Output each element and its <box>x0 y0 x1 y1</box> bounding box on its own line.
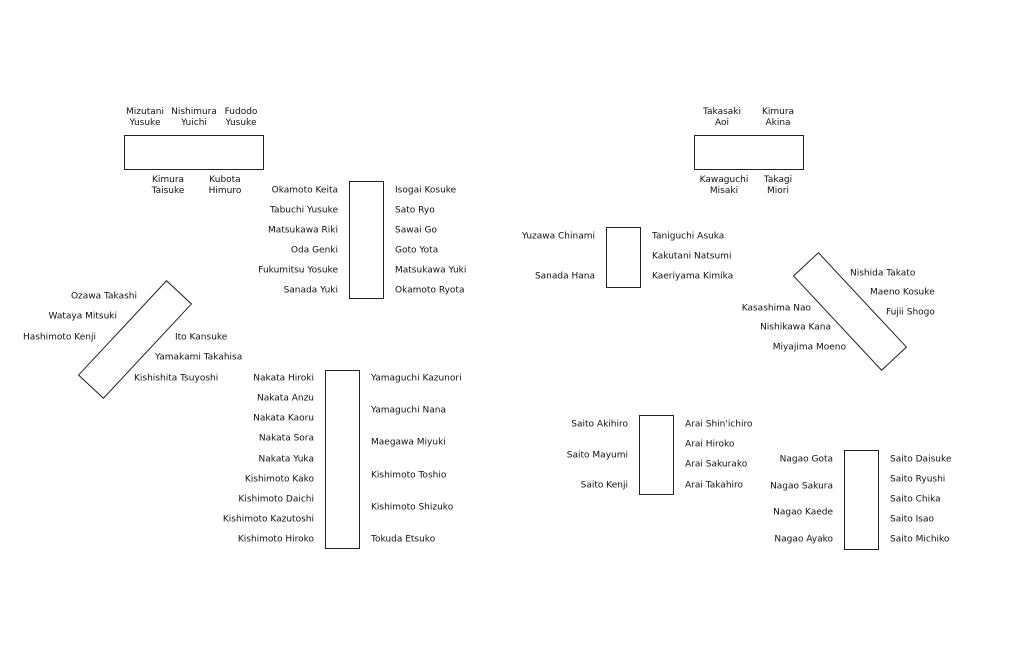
seat-name: Fujii Shogo <box>886 307 935 318</box>
seat-name: Saito Michiko <box>890 534 950 545</box>
seat-name: Nakata Anzu <box>256 393 314 404</box>
seat-name: Tabuchi Yusuke <box>270 205 338 216</box>
seat-name: Ozawa Takashi <box>70 291 137 302</box>
seat-name: Taniguchi Asuka <box>652 231 725 242</box>
seat-name: Nagao Gota <box>779 454 833 465</box>
seat-name: Saito Kenji <box>580 480 628 491</box>
seat-name: Saito Isao <box>890 514 934 525</box>
seat-name: Goto Yota <box>395 245 439 256</box>
table-4 <box>606 227 641 288</box>
seat-name: Yamakami Takahisa <box>155 352 243 363</box>
seat-name: Miyajima Moeno <box>772 342 846 353</box>
seat-name: Arai Sakurako <box>685 459 748 470</box>
seat-name: Okamoto Keita <box>271 185 338 196</box>
seat-name: Nagao Sakura <box>770 481 833 492</box>
seat-name: Kaeriyama Kimika <box>652 271 734 282</box>
table-8 <box>639 415 674 495</box>
seat-name: Arai Takahiro <box>685 480 744 491</box>
seat-name: Tokuda Etsuko <box>371 534 436 545</box>
seat-name: Nishida Takato <box>850 268 916 279</box>
seat-name: Ito Kansuke <box>175 332 228 343</box>
seat-name: Kishimoto Hiroko <box>237 534 314 545</box>
table-1 <box>124 135 264 170</box>
seat-name: Kakutani Natsumi <box>652 251 732 262</box>
seat-name: Saito Ryushi <box>890 474 946 485</box>
seat-name: Kishimoto Toshio <box>371 470 447 481</box>
seat-name: Kishimoto Kazutoshi <box>222 514 314 525</box>
table-3 <box>694 135 804 170</box>
seat-name: Saito Chika <box>890 494 941 505</box>
seat-name: Kishimoto Shizuko <box>371 502 454 513</box>
seat-name: Sawai Go <box>395 225 437 236</box>
seat-name: Nagao Ayako <box>774 534 833 545</box>
seat-name: Saito Mayumi <box>566 450 628 461</box>
seat-name: Nishikawa Kana <box>760 322 831 333</box>
seat-name: Kishimoto Kako <box>244 474 314 485</box>
seat-name: Nagao Kaede <box>773 507 833 518</box>
seat-name: Sato Ryo <box>395 205 435 216</box>
table-7 <box>325 370 360 549</box>
seat-name: Kishimoto Daichi <box>238 494 314 505</box>
seat-name: Arai Shin'ichiro <box>685 419 753 430</box>
seat-name: Maeno Kosuke <box>870 287 935 298</box>
seat-name: Arai Hiroko <box>685 439 735 450</box>
seat-name: Sanada Hana <box>534 271 595 282</box>
seat-name: Sanada Yuki <box>283 285 338 296</box>
seat-name: Nakata Kaoru <box>253 413 314 424</box>
seat-name: Fukumitsu Yosuke <box>258 265 338 276</box>
seat-name: Nakata Yuka <box>258 454 314 465</box>
table-2 <box>349 181 384 299</box>
table-9 <box>844 450 879 550</box>
seat-name: Kasashima Nao <box>741 303 811 314</box>
seat-name: Okamoto Ryota <box>395 285 465 296</box>
seat-name: Matsukawa Riki <box>268 225 338 236</box>
seat-name: Yamaguchi Nana <box>371 405 446 416</box>
seat-name: Nakata Sora <box>258 433 314 444</box>
seat-name: Kishishita Tsuyoshi <box>134 373 219 384</box>
seat-name: Saito Akihiro <box>571 419 628 430</box>
seat-name: Maegawa Miyuki <box>371 437 446 448</box>
seat-name: Wataya Mitsuki <box>48 311 117 322</box>
seat-name: Yuzawa Chinami <box>521 231 595 242</box>
seat-name: Isogai Kosuke <box>395 185 457 196</box>
seat-name: Matsukawa Yuki <box>395 265 467 276</box>
seat-name: Nakata Hiroki <box>253 373 314 384</box>
seat-name: Saito Daisuke <box>890 454 952 465</box>
seat-name: Yamaguchi Kazunori <box>371 373 462 384</box>
seat-name: Oda Genki <box>290 245 338 256</box>
seat-name: Hashimoto Kenji <box>22 332 96 343</box>
